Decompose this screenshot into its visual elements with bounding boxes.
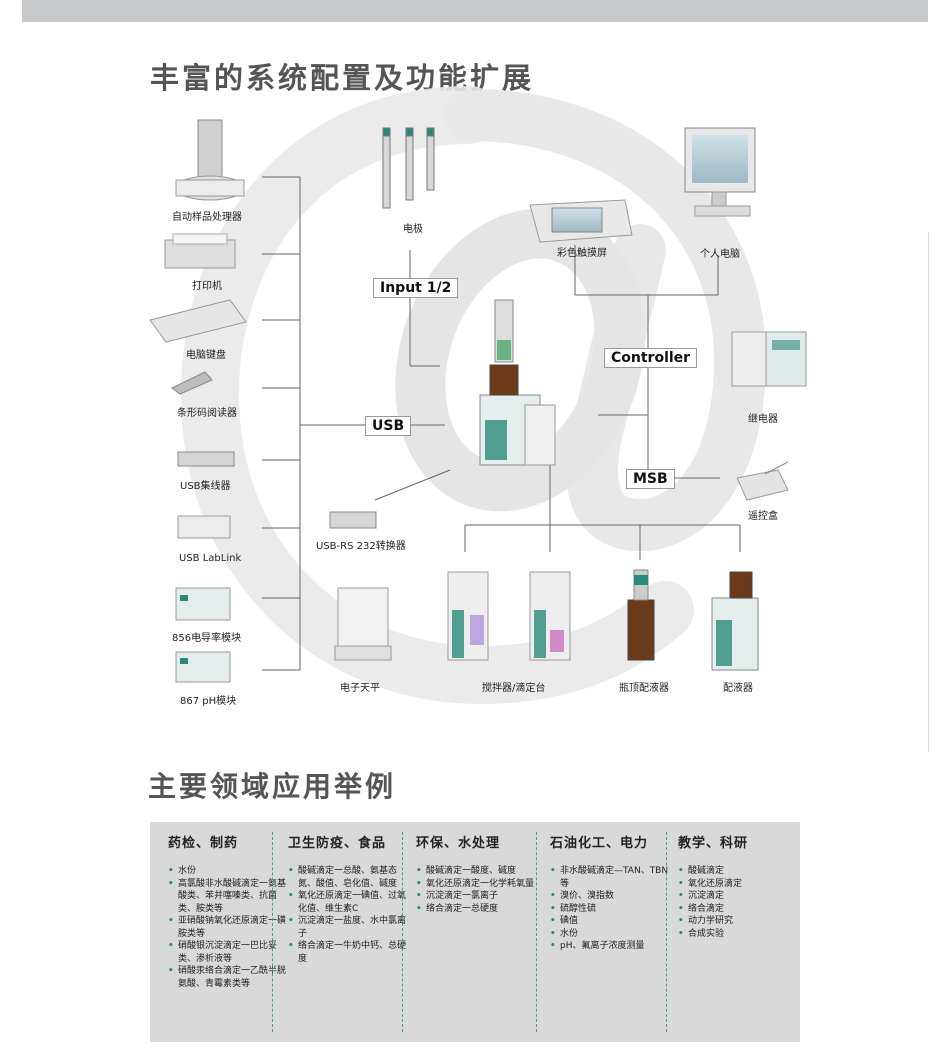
column-title: 教学、科研 — [678, 836, 749, 851]
list-item: 水份 — [168, 865, 288, 878]
column-environment: 环保、水处理 酸碱滴定一酸度、碱度 氧化还原滴定一化学耗氧量 沉淀滴定一氯离子 … — [416, 832, 536, 915]
converter-label: USB-RS 232转换器 — [316, 541, 406, 552]
controller-tag: Controller — [604, 348, 698, 368]
usb-tag: USB — [365, 416, 412, 436]
list-item: 合成实验 — [678, 928, 798, 941]
list-item: 硝酸银沉淀滴定一巴比妥类、渗析液等 — [168, 940, 288, 965]
sampler-device — [175, 119, 245, 201]
column-title: 药检、制药 — [168, 836, 239, 851]
conductivity-label: 856电导率模块 — [172, 633, 242, 644]
list-item: 络合滴定一牛奶中钙、总硬度 — [288, 940, 408, 965]
list-item: 络合滴定 — [678, 903, 798, 916]
bottle-dispenser-device — [627, 569, 655, 661]
list-item: 酸碱滴定一总酸、氨基态氮、酸值、皂化值、碱度 — [288, 865, 408, 890]
list-item: 硫醇性硫 — [550, 903, 670, 916]
balance-device — [334, 587, 392, 661]
applications-panel: 药检、制药 水份 高氯酸非水酸碱滴定一氨基酸类、苯并噻嗪类、抗菌类、胺类等 亚硝… — [150, 822, 800, 1042]
keyboard-device — [149, 299, 247, 343]
keyboard-label: 电脑键盘 — [186, 350, 226, 361]
barcode-device — [171, 371, 213, 395]
touchscreen-label: 彩色触摸屏 — [557, 248, 607, 259]
remote-device — [736, 461, 789, 501]
list-item: 动力学研究 — [678, 915, 798, 928]
column-divider — [402, 832, 404, 1032]
list-item: 氧化还原滴定一化学耗氧量 — [416, 878, 536, 891]
dispenser-device — [711, 571, 759, 671]
list-item: pH、氟离子浓度测量 — [550, 940, 670, 953]
column-title: 石油化工、电力 — [550, 836, 649, 851]
touchscreen-device — [529, 199, 633, 243]
converter-device — [329, 511, 377, 529]
column-divider — [536, 832, 538, 1032]
dispenser-label: 配液器 — [723, 683, 753, 694]
column-list: 非水酸碱滴定—TAN、TBN等 溴价、溴指数 硫醇性硫 碘值 水份 pH、氟离子… — [550, 865, 670, 953]
column-food: 卫生防疫、食品 酸碱滴定一总酸、氨基态氮、酸值、皂化值、碱度 氧化还原滴定一碘值… — [288, 832, 408, 965]
barcode-label: 条形码阅读器 — [177, 408, 237, 419]
hub-label: USB集线器 — [180, 481, 231, 492]
column-list: 水份 高氯酸非水酸碱滴定一氨基酸类、苯并噻嗪类、抗菌类、胺类等 亚硝酸钠氧化还原… — [168, 865, 288, 990]
ph-device — [175, 651, 231, 683]
relay-device — [731, 331, 807, 387]
column-divider — [272, 832, 274, 1032]
list-item: 氧化还原滴定一碘值、过氧化值、维生素C — [288, 890, 408, 915]
sampler-label: 自动样品处理器 — [172, 212, 242, 223]
stirrer-device — [447, 571, 571, 661]
list-item: 氧化还原滴定 — [678, 878, 798, 891]
list-item: 硝酸汞络合滴定一乙酰半胱氨酸、青霉素类等 — [168, 965, 288, 990]
list-item: 碘值 — [550, 915, 670, 928]
top-bar — [22, 0, 928, 22]
column-list: 酸碱滴定一总酸、氨基态氮、酸值、皂化值、碱度 氧化还原滴定一碘值、过氧化值、维生… — [288, 865, 408, 965]
stirrer-label: 搅拌器/滴定台 — [482, 683, 546, 694]
list-item: 水份 — [550, 928, 670, 941]
column-education: 教学、科研 酸碱滴定 氧化还原滴定 沉淀滴定 络合滴定 动力学研究 合成实验 — [678, 832, 798, 940]
list-item: 溴价、溴指数 — [550, 890, 670, 903]
printer-device — [164, 233, 236, 269]
pc-device — [684, 127, 756, 217]
ph-label: 867 pH模块 — [180, 696, 237, 707]
remote-label: 遥控盒 — [748, 511, 778, 522]
lablink-label: USB LabLink — [179, 553, 242, 564]
column-pharma: 药检、制药 水份 高氯酸非水酸碱滴定一氨基酸类、苯并噻嗪类、抗菌类、胺类等 亚硝… — [168, 832, 288, 990]
titrator-device — [479, 299, 556, 466]
electrode-device — [382, 127, 435, 209]
column-title: 卫生防疫、食品 — [288, 836, 387, 851]
list-item: 亚硝酸钠氧化还原滴定一磺胺类等 — [168, 915, 288, 940]
printer-label: 打印机 — [192, 281, 222, 292]
list-item: 酸碱滴定一酸度、碱度 — [416, 865, 536, 878]
list-item: 沉淀滴定 — [678, 890, 798, 903]
system-diagram — [149, 86, 807, 705]
list-item: 沉淀滴定一盐度、水中氯离子 — [288, 915, 408, 940]
pc-label: 个人电脑 — [700, 249, 740, 260]
list-item: 非水酸碱滴定—TAN、TBN等 — [550, 865, 670, 890]
balance-label: 电子天平 — [340, 683, 380, 694]
msb-tag: MSB — [626, 469, 675, 489]
right-edge-line — [928, 232, 929, 752]
list-item: 络合滴定一总硬度 — [416, 903, 536, 916]
relay-label: 继电器 — [748, 414, 778, 425]
section-title: 主要领域应用举例 — [148, 770, 397, 803]
list-item: 高氯酸非水酸碱滴定一氨基酸类、苯并噻嗪类、抗菌类、胺类等 — [168, 878, 288, 916]
conductivity-device — [175, 587, 231, 621]
list-item: 酸碱滴定 — [678, 865, 798, 878]
column-title: 环保、水处理 — [416, 836, 501, 851]
at-symbol-watermark — [180, 86, 767, 705]
lablink-device — [177, 515, 231, 539]
electrode-label: 电极 — [403, 224, 423, 235]
input-tag: Input 1/2 — [373, 278, 459, 298]
column-petrochem: 石油化工、电力 非水酸碱滴定—TAN、TBN等 溴价、溴指数 硫醇性硫 碘值 水… — [550, 832, 670, 953]
list-item: 沉淀滴定一氯离子 — [416, 890, 536, 903]
hub-device — [177, 451, 235, 467]
column-divider — [666, 832, 668, 1032]
bottle-dispenser-label: 瓶顶配液器 — [619, 683, 669, 694]
column-list: 酸碱滴定一酸度、碱度 氧化还原滴定一化学耗氧量 沉淀滴定一氯离子 络合滴定一总硬… — [416, 865, 536, 915]
column-list: 酸碱滴定 氧化还原滴定 沉淀滴定 络合滴定 动力学研究 合成实验 — [678, 865, 798, 940]
